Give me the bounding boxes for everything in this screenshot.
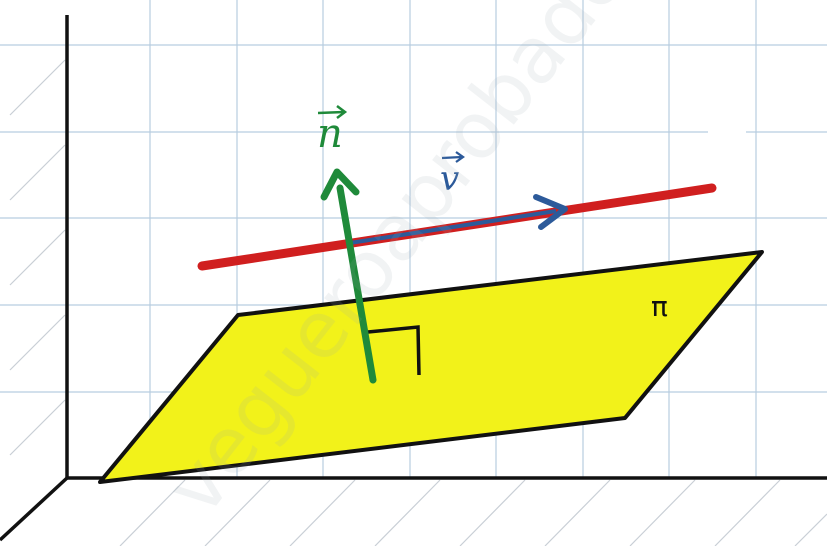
label-n: n bbox=[317, 105, 348, 157]
label-v: v bbox=[440, 151, 465, 199]
axes bbox=[0, 15, 827, 542]
floor-hatching bbox=[9, 59, 827, 546]
plane-pi bbox=[98, 250, 764, 484]
direction-label-arrow bbox=[441, 151, 465, 163]
depth-axis bbox=[0, 476, 69, 542]
plane-label: π bbox=[651, 290, 668, 323]
direction-label: v bbox=[440, 159, 459, 199]
direction-vector bbox=[349, 194, 568, 245]
normal-vector bbox=[320, 168, 377, 384]
normal-label-arrow bbox=[317, 105, 348, 119]
normal-label: n bbox=[317, 111, 343, 157]
normal-arrowhead bbox=[320, 168, 360, 201]
direction-arrowhead bbox=[533, 194, 568, 230]
white-box bbox=[708, 112, 746, 158]
right-angle-mark bbox=[367, 325, 421, 376]
